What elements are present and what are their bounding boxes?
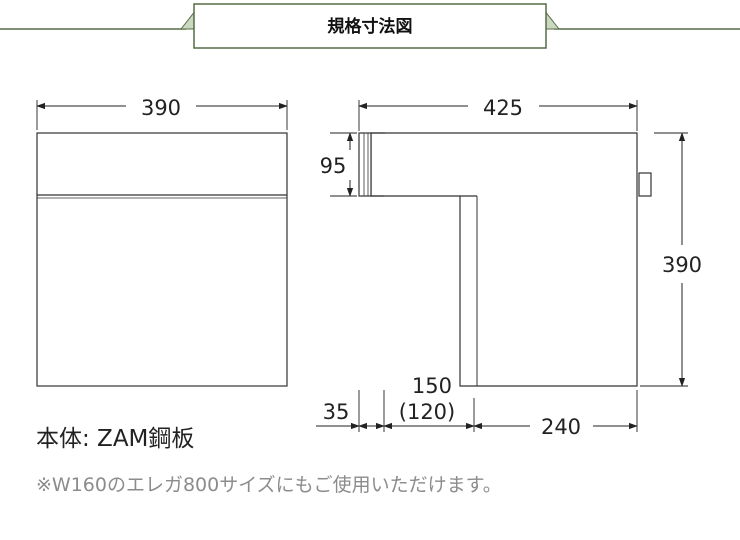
page-title: 規格寸法図	[328, 16, 413, 37]
depth-label: 425	[483, 96, 523, 120]
front-view: 390	[36, 96, 288, 387]
base-height-label: 150	[412, 374, 452, 398]
material-note: 本体: ZAM鋼板	[36, 426, 194, 452]
side-door-panel	[358, 132, 372, 197]
post-offset-label: 35	[323, 400, 350, 424]
side-back-latch	[638, 172, 652, 197]
front-body-outline	[36, 132, 288, 387]
compatibility-note: ※W160のエレガ800サイズにもご使用いただけます。	[36, 474, 502, 496]
post-offset-alt-label: (120)	[399, 400, 455, 424]
side-view: 425 95 390 150 35 (120) 240	[316, 96, 702, 439]
top-height-label: 95	[320, 154, 347, 178]
base-depth-label: 240	[541, 415, 581, 439]
header-banner: 規格寸法図	[0, 3, 740, 49]
total-height-label: 390	[662, 253, 702, 277]
front-width-label: 390	[141, 96, 181, 120]
side-body-outline	[370, 132, 638, 387]
header-box	[193, 3, 547, 49]
